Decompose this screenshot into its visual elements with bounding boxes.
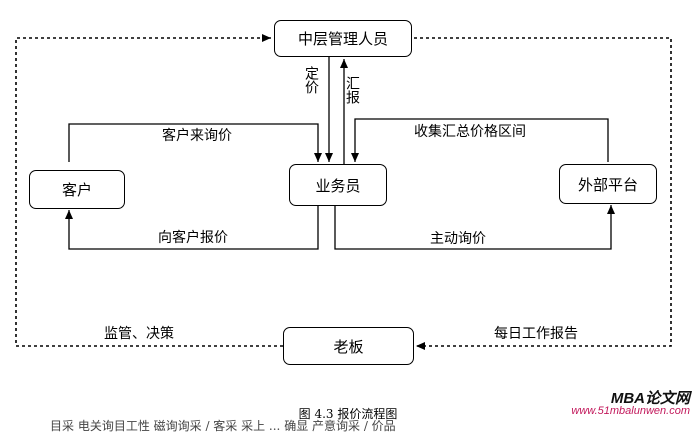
node-middle-manager: 中层管理人员	[274, 20, 412, 57]
node-boss: 老板	[283, 327, 414, 365]
label-quote-to-customer: 向客户报价	[158, 230, 228, 246]
connector-layer	[15, 34, 672, 350]
label-active-inquiry: 主动询价	[430, 231, 486, 247]
label-customer-inquiry: 客户来询价	[162, 128, 232, 144]
watermark-brand: MBA论文网	[610, 390, 690, 407]
label-report: 汇报	[344, 76, 360, 104]
arrow-customer-inquiry	[68, 123, 322, 162]
arrow-active-inquiry	[334, 205, 615, 250]
node-external-platform: 外部平台	[559, 164, 657, 204]
label-collect-price-range: 收集汇总价格区间	[414, 124, 526, 140]
node-customer: 客户	[29, 170, 125, 209]
watermark: MBA论文网 www.51mbalunwen.com	[571, 390, 690, 418]
cutoff-text-line: 目采 电关询目工性 磁询询采 / 客采 采上 ... 确显 产意询采 / 价品	[50, 419, 396, 433]
flowchart: 中层管理人员 业务员 客户 外部平台 老板 定价 汇报 客户来询价 收集汇总价格…	[15, 20, 690, 433]
watermark-url: www.51mbalunwen.com	[571, 405, 690, 417]
arrow-supervise-decide	[15, 34, 283, 347]
label-pricing: 定价	[303, 66, 319, 94]
figure-caption: 图 4.3 报价流程图	[298, 407, 398, 421]
arrow-collect-price-range	[351, 118, 609, 162]
arrow-daily-report	[414, 37, 672, 350]
label-daily-report: 每日工作报告	[494, 326, 578, 342]
node-salesperson: 业务员	[289, 164, 387, 206]
label-supervise-decide: 监管、决策	[104, 326, 174, 342]
arrow-quote-to-customer	[65, 206, 319, 250]
